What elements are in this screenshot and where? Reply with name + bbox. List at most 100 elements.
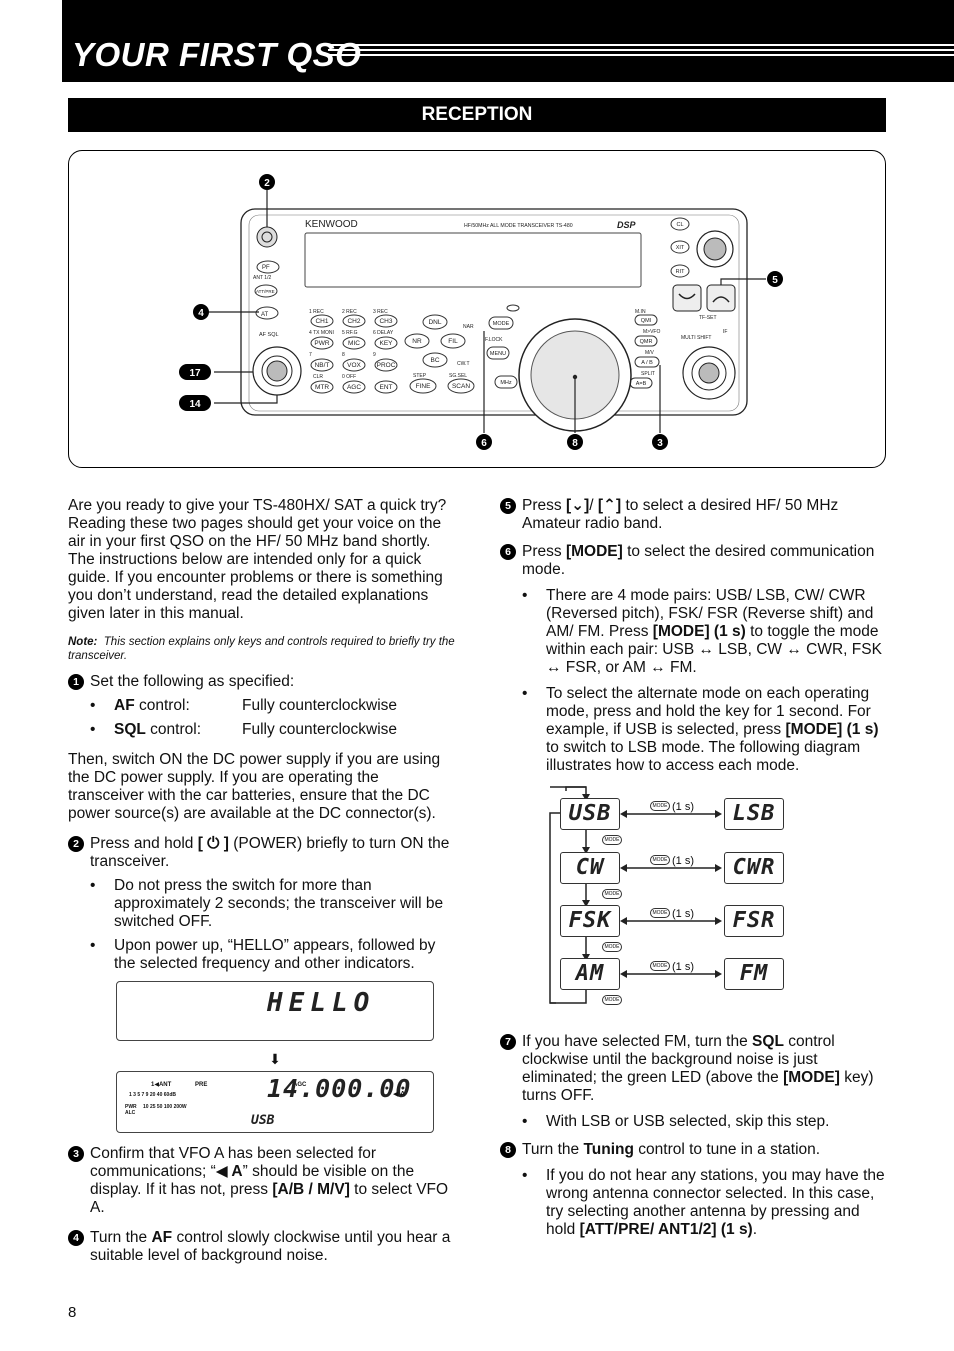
step-number: 6	[500, 544, 516, 560]
svg-text:XIT: XIT	[676, 245, 685, 251]
svg-text:FIL: FIL	[448, 338, 458, 345]
step-7: 7 If you have selected FM, turn the SQL …	[500, 1033, 890, 1131]
step-number: 7	[500, 1034, 516, 1050]
svg-text:CH2: CH2	[347, 318, 360, 325]
svg-text:MHz: MHz	[500, 380, 512, 386]
mode-cw: CW	[560, 852, 620, 884]
then-paragraph: Then, switch ON the DC power supply if y…	[68, 751, 441, 822]
mode-fsr: FSR	[724, 905, 784, 937]
svg-text:BC: BC	[430, 357, 439, 364]
callout-4: 4	[198, 308, 204, 319]
step-number: 5	[500, 498, 516, 514]
svg-text:NAR: NAR	[463, 324, 474, 330]
page-title: YOUR FIRST QSO	[72, 36, 362, 73]
note-label: Note:	[68, 636, 98, 648]
callout-8: 8	[572, 438, 578, 449]
svg-text:TF-SET: TF-SET	[699, 315, 717, 321]
callout-17: 17	[189, 368, 201, 379]
svg-text:CLR: CLR	[313, 374, 323, 380]
svg-text:SPLIT: SPLIT	[641, 371, 655, 377]
svg-text:PF: PF	[262, 265, 270, 271]
lcd-hello-display: HELLO	[116, 981, 434, 1041]
svg-text:NB/T: NB/T	[315, 362, 330, 369]
header-decoration-lines	[328, 44, 954, 58]
bullet: If you do not hear any stations, you may…	[522, 1167, 890, 1239]
svg-text:CH1: CH1	[315, 318, 328, 325]
step-number: 1	[68, 674, 84, 690]
bullet: Upon power up, “HELLO” appears, followed…	[90, 937, 458, 973]
svg-text:MODE: MODE	[493, 321, 510, 327]
step-number: 4	[68, 1230, 84, 1246]
step-1: 1 Set the following as specified: AF con…	[68, 673, 458, 739]
svg-text:PWR: PWR	[314, 340, 329, 347]
step-4: 4 Turn the AF control slowly clockwise u…	[68, 1229, 458, 1265]
svg-text:CL: CL	[676, 222, 683, 228]
svg-text:IF: IF	[723, 329, 727, 335]
mode-key-icon: MODE	[602, 889, 622, 899]
bullet: Do not press the switch for more than ap…	[90, 877, 458, 931]
note: Note: This section explains only keys an…	[68, 635, 458, 663]
mhz-key	[494, 375, 518, 389]
power-button	[256, 226, 278, 248]
svg-text:AT: AT	[261, 312, 269, 318]
section-title: RECEPTION	[68, 98, 886, 132]
mode-key-icon: MODE	[650, 855, 670, 865]
mode-key-icon: MODE	[602, 995, 622, 1005]
mode-lsb: LSB	[724, 798, 784, 830]
transceiver-figure: KENWOOD HF/50MHz ALL MODE TRANSCEIVER TS…	[68, 150, 886, 468]
callout-2: 2	[264, 178, 270, 189]
arrow-down-icon: ⬇	[269, 1051, 281, 1067]
frequency-readout: 14.000.00	[267, 1074, 412, 1103]
step-3: 3 Confirm that VFO A has been selected f…	[68, 1145, 458, 1217]
header-bar	[62, 0, 954, 82]
svg-text:SCAN: SCAN	[452, 383, 470, 390]
step-1-text: Set the following as specified:	[90, 673, 295, 690]
svg-text:M.IN: M.IN	[635, 309, 646, 315]
mode-diagram: USB CW FSK AM LSB CWR FSR FM MODE (1 s) …	[546, 783, 816, 1015]
mode-key	[488, 316, 514, 330]
step-number: 8	[500, 1142, 516, 1158]
bullet: To select the alternate mode on each ope…	[522, 685, 890, 775]
svg-text:DNL: DNL	[428, 319, 441, 326]
att-pre-key	[254, 284, 278, 298]
svg-text:1 REC: 1 REC	[309, 309, 324, 315]
svg-text:SG.SEL: SG.SEL	[449, 373, 467, 379]
svg-text:2 REC: 2 REC	[342, 309, 357, 315]
dsp-logo: DSP	[617, 220, 637, 230]
svg-text:M>VFO: M>VFO	[643, 329, 660, 335]
svg-text:A / B: A / B	[641, 360, 653, 366]
svg-text:3 REC: 3 REC	[373, 309, 388, 315]
page-number: 8	[68, 1304, 77, 1321]
svg-text:MIC: MIC	[348, 340, 360, 347]
svg-text:ENT: ENT	[380, 384, 393, 391]
svg-text:RIT: RIT	[676, 269, 686, 275]
callout-5: 5	[772, 275, 778, 286]
svg-text:AGC: AGC	[347, 384, 361, 391]
brand-logo: KENWOOD	[305, 219, 358, 230]
svg-text:MULTI SHIFT: MULTI SHIFT	[681, 335, 711, 341]
mode-key-icon: MODE	[650, 908, 670, 918]
at-key	[255, 306, 279, 320]
svg-text:7: 7	[309, 352, 312, 358]
vfo-indicator: ◀ A	[393, 1091, 406, 1098]
callout-3: 3	[657, 438, 663, 449]
mode-am: AM	[560, 958, 620, 990]
svg-text:FINE: FINE	[416, 383, 431, 390]
svg-text:VOX: VOX	[347, 362, 361, 369]
display-window	[304, 232, 642, 288]
svg-text:KEY: KEY	[379, 340, 393, 347]
svg-text:A=B: A=B	[636, 381, 647, 387]
left-column: Are you ready to give your TS-480HX/ SAT…	[68, 497, 458, 1273]
svg-text:0 OFF: 0 OFF	[342, 374, 356, 380]
step-8: 8 Turn the Tuning control to tune in a s…	[500, 1141, 890, 1239]
callout-6: 6	[481, 438, 487, 449]
pf-key	[256, 260, 280, 274]
note-text: This section explains only keys and cont…	[68, 636, 455, 662]
svg-text:QMR: QMR	[640, 339, 653, 345]
svg-text:NR: NR	[412, 338, 422, 345]
mode-key-icon: MODE	[602, 835, 622, 845]
setting-af: AF control: Fully counterclockwise	[90, 697, 458, 715]
hello-text: HELLO	[267, 988, 376, 1018]
mode-usb: USB	[560, 798, 620, 830]
mode-cwr: CWR	[724, 852, 784, 884]
